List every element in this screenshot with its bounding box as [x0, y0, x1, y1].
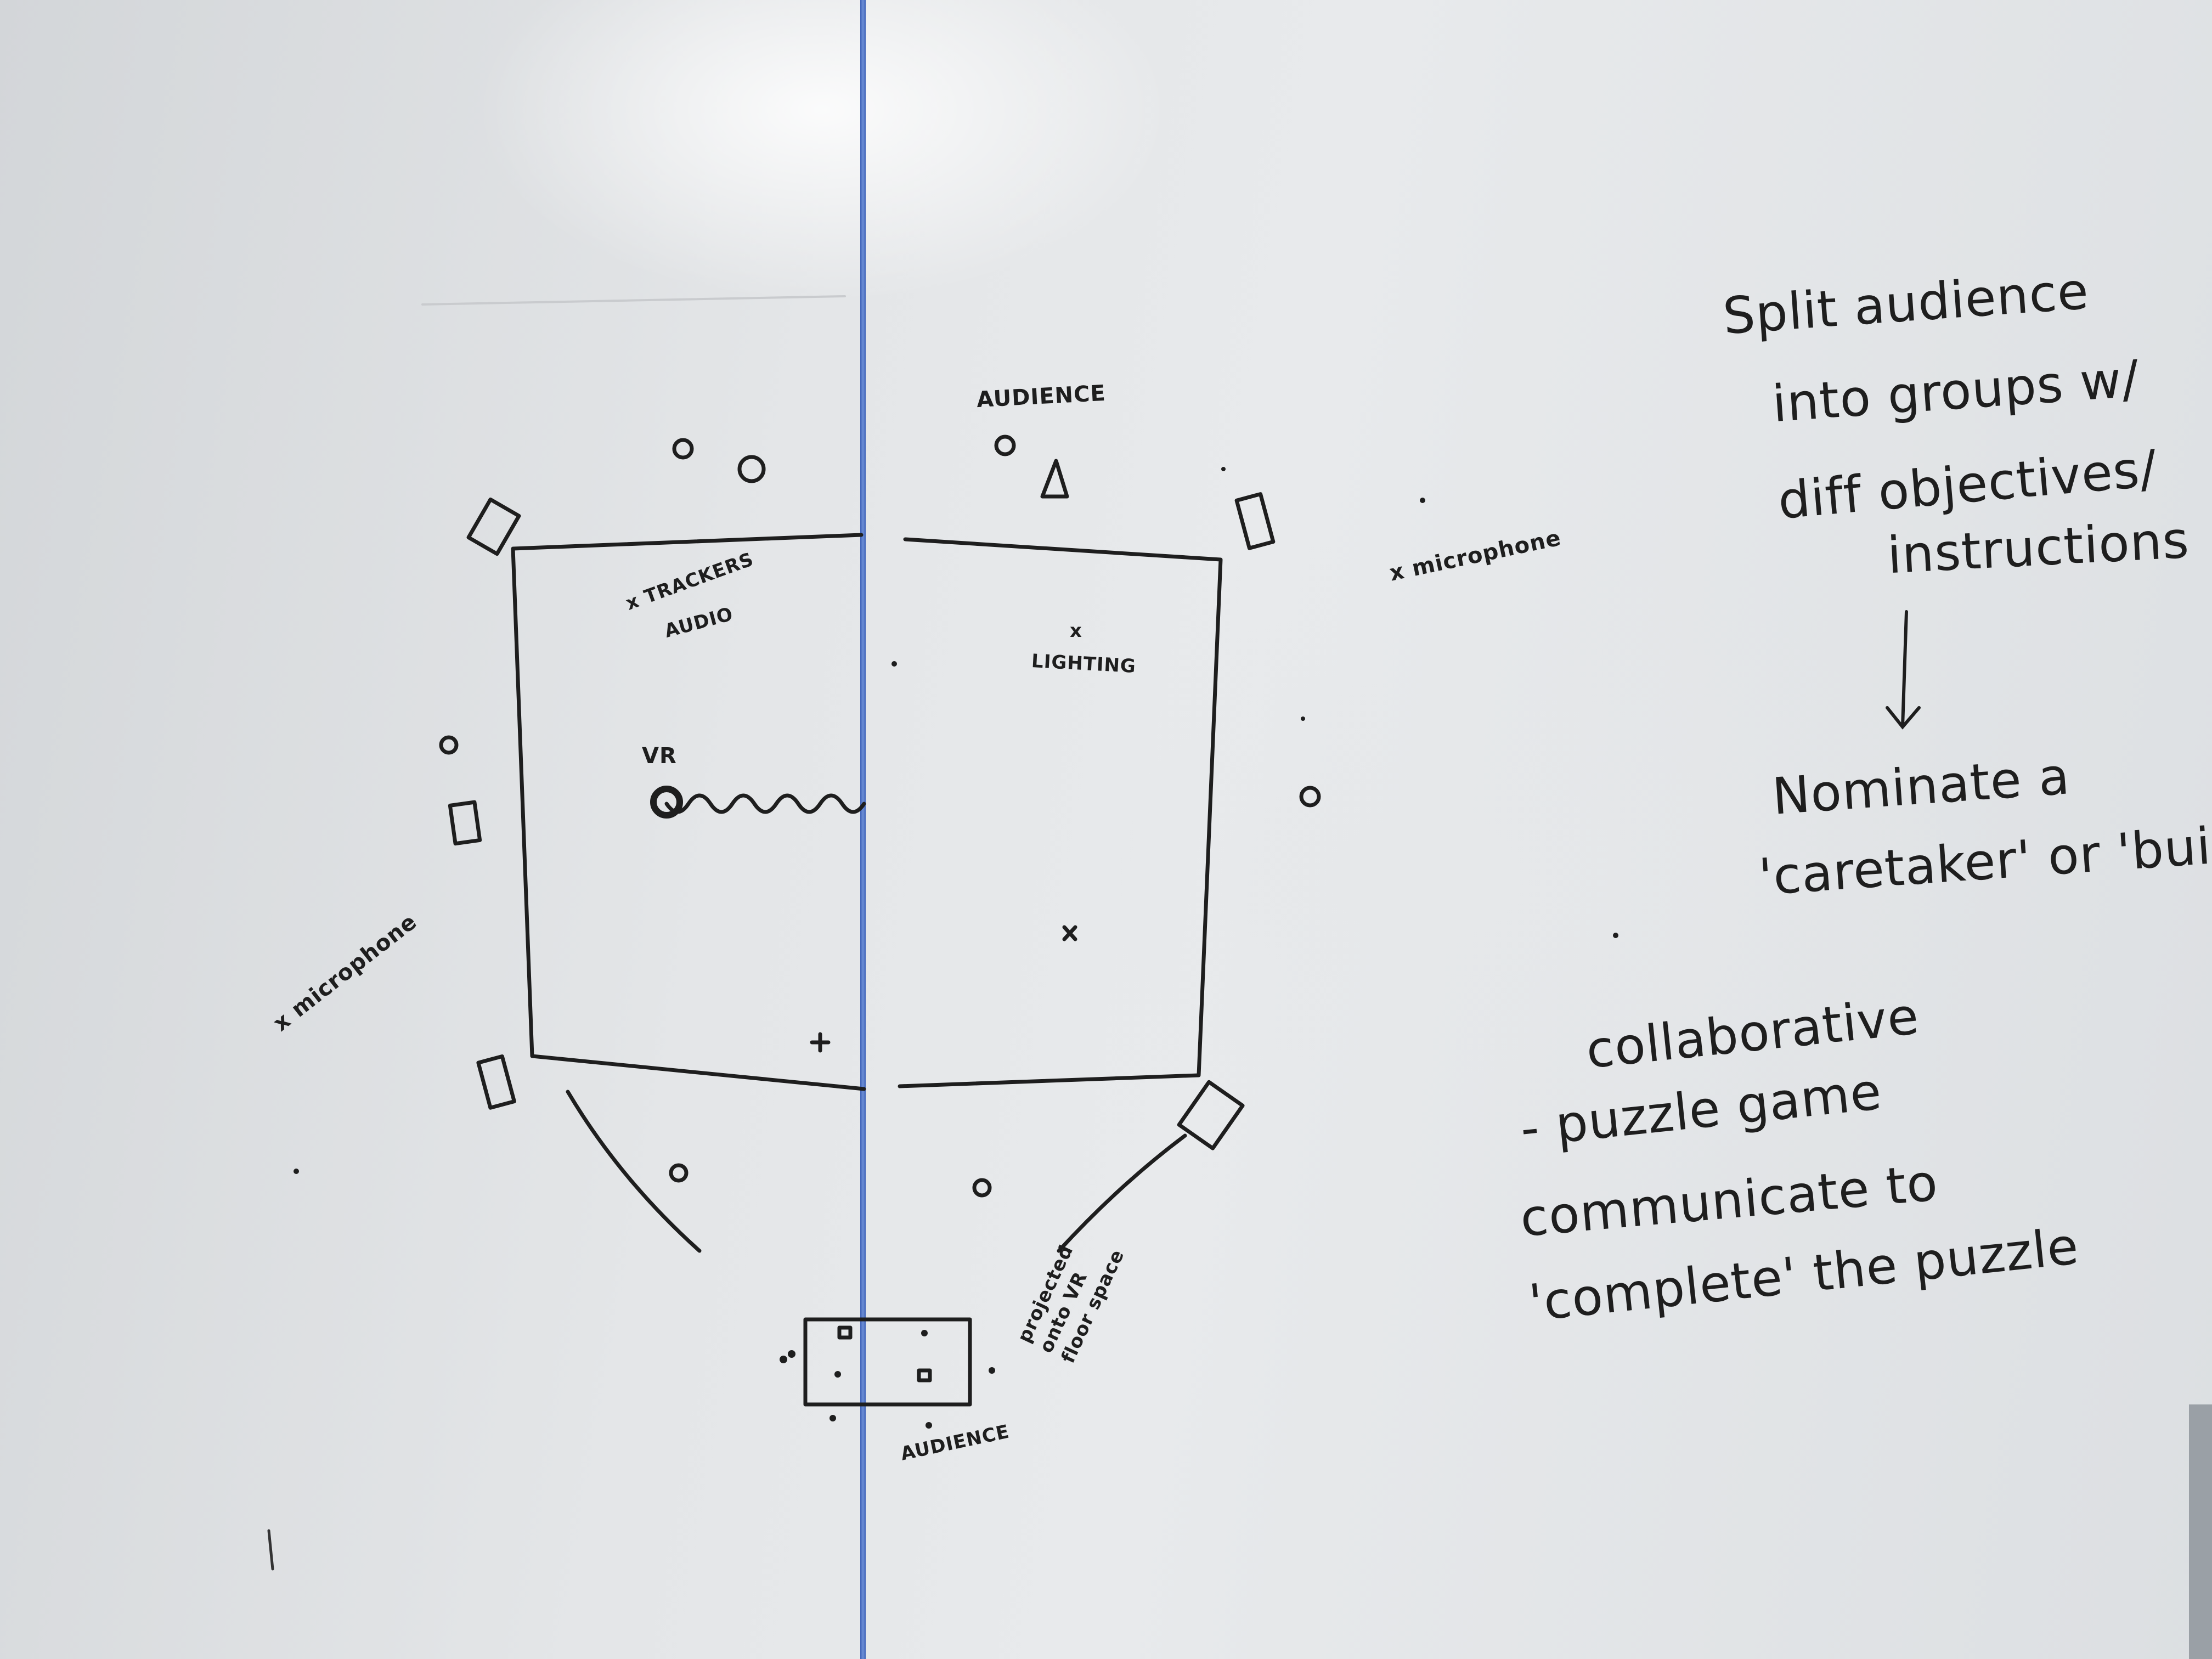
speaker-left	[448, 800, 482, 846]
plus-mark	[810, 1032, 831, 1053]
projection-line-right	[1057, 1133, 1187, 1253]
arrow-down	[1886, 610, 1921, 730]
audience-circle-2	[737, 455, 766, 483]
floor-dot-5	[926, 1422, 932, 1429]
floor-dot-3	[989, 1367, 995, 1374]
audience-circle-3	[994, 435, 1016, 456]
floor-plan-cell-1	[837, 1325, 853, 1340]
projector-top-left	[466, 497, 521, 556]
faint-ruled-line	[421, 295, 846, 306]
whiteboard-seam	[860, 0, 866, 1659]
projector-top-right	[1234, 492, 1276, 550]
projector-bottom-left	[476, 1054, 516, 1110]
label-lighting-mark: x	[1070, 620, 1082, 642]
board-frame-edge	[2189, 1404, 2212, 1659]
dot-small-6	[294, 1169, 299, 1174]
audience-circle-7	[972, 1178, 992, 1198]
vr-headset-circle	[650, 786, 683, 819]
audience-circle-5	[1299, 786, 1321, 808]
dot-small-1	[1420, 498, 1425, 503]
vr-cable	[664, 793, 866, 814]
x-mark-1	[1062, 925, 1077, 941]
audience-circle-4	[439, 735, 459, 755]
floor-dot-1	[921, 1330, 928, 1336]
audience-circle-6	[669, 1163, 689, 1183]
floor-dot-7	[788, 1350, 795, 1358]
dot-small-5	[1301, 716, 1305, 721]
dot-small-3	[1613, 933, 1618, 938]
stage-outline	[511, 533, 1223, 1091]
floor-plan-rect	[803, 1317, 972, 1407]
projection-line-left	[566, 1090, 702, 1253]
floor-dot-2	[834, 1371, 841, 1378]
dot-small-2	[1221, 467, 1226, 471]
dot-small-4	[891, 661, 897, 667]
label-vr: VR	[642, 743, 677, 769]
audience-triangle	[1040, 459, 1069, 499]
floor-dot-6	[780, 1356, 787, 1363]
projector-bottom-right	[1177, 1080, 1245, 1150]
floor-plan-cell-2	[917, 1368, 932, 1383]
left-margin-line	[267, 1529, 274, 1571]
audience-circle-1	[672, 438, 694, 460]
floor-dot-4	[830, 1415, 836, 1421]
